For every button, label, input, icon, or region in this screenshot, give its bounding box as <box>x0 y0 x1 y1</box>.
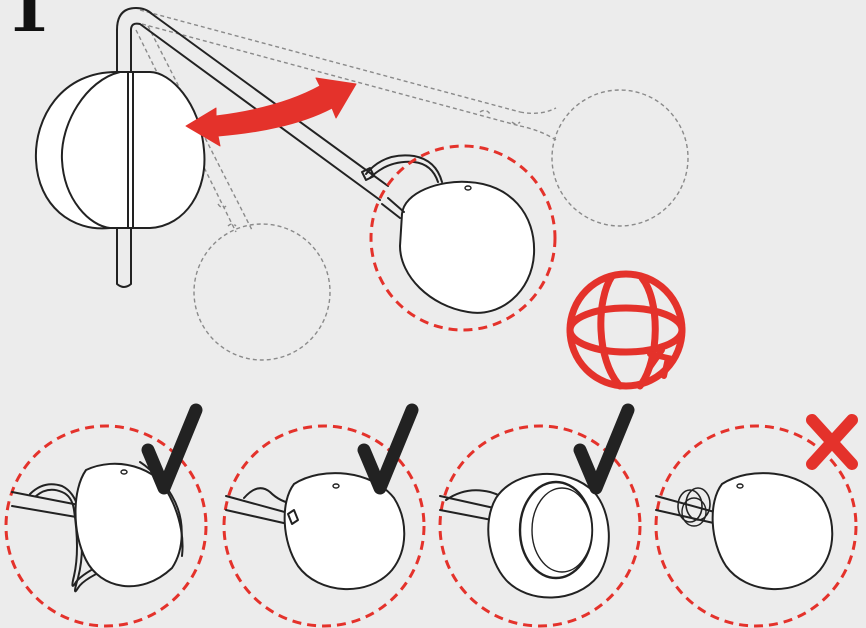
variant-cord-looped-behind-shade <box>4 403 208 628</box>
step-number: 1 <box>6 0 51 47</box>
ghost-positions <box>135 9 689 361</box>
main-shade <box>381 180 536 314</box>
wall-disc <box>34 70 206 230</box>
variant-shade-rotated-open <box>438 403 642 628</box>
cross-icon <box>806 414 858 470</box>
check-icon <box>141 403 203 495</box>
rotate-arrow-icon <box>185 77 357 147</box>
variant-cord-knotted <box>654 414 858 628</box>
check-icon <box>357 403 419 495</box>
highlight-ring <box>369 144 557 332</box>
rotate-sphere-icon <box>566 270 686 390</box>
check-icon <box>573 403 635 495</box>
variant-cord-short-loop <box>222 403 426 628</box>
lamp-assembly <box>34 7 557 332</box>
